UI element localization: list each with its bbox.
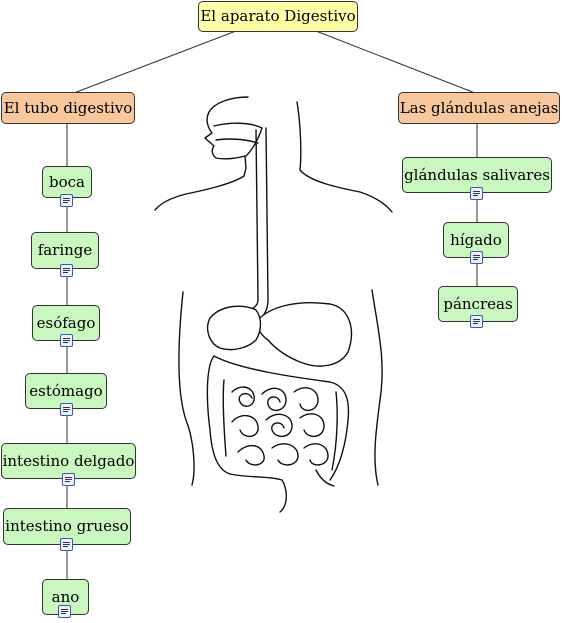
document-icon[interactable] xyxy=(60,538,73,551)
document-icon[interactable] xyxy=(60,264,73,277)
branch-glandulas-anejas-label: Las glándulas anejas xyxy=(399,98,559,117)
document-icon[interactable] xyxy=(470,315,483,328)
connector-root-left xyxy=(73,30,237,94)
document-icon[interactable] xyxy=(62,473,75,486)
branch-tubo-digestivo-label: El tubo digestivo xyxy=(3,98,133,117)
document-icon[interactable] xyxy=(470,187,483,200)
root-title-label: El aparato Digestivo xyxy=(200,7,356,25)
root-title-node[interactable]: El aparato Digestivo xyxy=(198,1,358,32)
node-boca[interactable]: boca xyxy=(42,166,92,198)
node-faringe-label: faringe xyxy=(37,241,93,259)
document-icon[interactable] xyxy=(60,334,73,347)
node-faringe[interactable]: faringe xyxy=(31,232,99,269)
node-intestino-grueso-label: intestino grueso xyxy=(5,517,129,535)
digestive-system-illustration xyxy=(154,96,393,513)
node-intestino-delgado-label: intestino delgado xyxy=(2,451,135,470)
document-icon[interactable] xyxy=(60,194,73,207)
node-boca-label: boca xyxy=(49,172,85,191)
connector-root-right xyxy=(315,30,476,94)
document-icon[interactable] xyxy=(470,251,483,264)
document-icon[interactable] xyxy=(58,605,71,618)
node-estomago-label: estómago xyxy=(29,381,103,400)
document-icon[interactable] xyxy=(60,403,73,416)
node-ano-label: ano xyxy=(51,587,80,606)
node-higado-label: hígado xyxy=(450,230,502,249)
branch-glandulas-anejas[interactable]: Las glándulas anejas xyxy=(398,92,560,124)
branch-tubo-digestivo[interactable]: El tubo digestivo xyxy=(1,92,135,124)
node-esofago-label: esófago xyxy=(36,313,96,332)
node-glandulas-salivares-label: glándulas salivares xyxy=(404,165,550,184)
node-pancreas-label: páncreas xyxy=(443,294,513,313)
